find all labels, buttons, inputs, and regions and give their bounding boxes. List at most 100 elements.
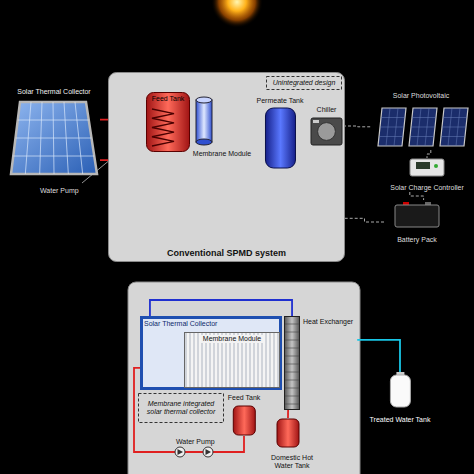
hot-water-tank: Domestic Hot Water Tank: [262, 418, 322, 470]
shape-part: [416, 162, 430, 169]
shape-part: [142, 318, 281, 389]
pipe-connector: [150, 300, 292, 316]
chiller-unit: Chiller: [310, 106, 343, 146]
shape-part: [409, 108, 437, 146]
shape-part: [152, 109, 174, 146]
shape-part: [285, 364, 299, 365]
permeate-tank-shape: [254, 94, 307, 170]
node-label: Feed Tank: [228, 394, 261, 402]
shape-part: [109, 73, 345, 262]
shape-group: [277, 419, 299, 447]
shape-group: [185, 333, 280, 388]
pump-body: [203, 447, 213, 457]
shape-part: [442, 127, 466, 128]
permeate-tank: Permeate Tank: [254, 94, 307, 170]
shape-part: [313, 120, 319, 123]
pump-symbol: [175, 447, 185, 457]
power-line: [345, 218, 384, 222]
shape-part: [285, 356, 299, 357]
design-note-box: Unintegrated design: [266, 76, 342, 90]
text-area: Permeate Tank: [254, 94, 307, 170]
text-area: Unintegrated design: [266, 76, 342, 90]
shape-group: [311, 118, 342, 145]
pump-arrow: [178, 449, 184, 455]
shape-part: [390, 375, 410, 407]
shape-part: [434, 164, 438, 168]
power-line: [410, 192, 424, 200]
pump-label: Water Pump: [40, 187, 79, 195]
shape-part: [285, 317, 300, 410]
shape-part: [381, 117, 405, 118]
shape-part: [196, 100, 212, 142]
shape-group: [147, 93, 190, 152]
shape-group: [11, 102, 97, 174]
node-label: Membrane integrated solar thermal collec…: [141, 400, 221, 416]
shape-group: [139, 394, 224, 423]
shape-group: [196, 97, 212, 145]
pv-panel-shape: [372, 92, 470, 150]
shape-part: [196, 97, 212, 103]
shape-part: [147, 93, 190, 152]
shape-part: [18, 120, 89, 121]
shape-part: [443, 117, 467, 118]
node-label: Heat Exchanger: [303, 318, 353, 326]
node-label: Solar Thermal Collector: [144, 320, 217, 328]
node-label: Permeate Tank: [257, 97, 304, 105]
pipe-connector: [357, 340, 400, 372]
text-area: Battery Pack: [384, 200, 450, 244]
shape-group: [109, 73, 345, 262]
shape-group: [233, 406, 255, 435]
node-label: Solar Photovoltaic: [393, 92, 449, 100]
shape-part: [410, 159, 444, 176]
pump-arrow: [206, 449, 212, 455]
node-label: Solar Thermal Collector: [17, 88, 90, 96]
shape-part: [440, 108, 468, 146]
shape-group: [265, 108, 295, 168]
heat-exchanger-shape: [284, 316, 357, 410]
system-panel: Conventional SPMD systemFeed TankMembran…: [108, 72, 345, 262]
shape-part: [139, 394, 224, 423]
shape-group: [390, 372, 410, 407]
pipe-connector: [287, 410, 289, 418]
text-area: Membrane integrated solar thermal collec…: [138, 393, 224, 423]
shape-part: [412, 117, 436, 118]
shape-part: [285, 404, 299, 405]
shape-part: [379, 136, 403, 137]
node-label: Domestic Hot Water Tank: [265, 454, 319, 470]
shape-part: [318, 123, 336, 141]
shape-part: [13, 156, 94, 157]
text-area: Chiller: [310, 106, 343, 146]
system-panel-shape: [108, 72, 345, 262]
sun: [211, 0, 263, 28]
battery-pack: Battery Pack: [384, 200, 450, 244]
node-label: Membrane Module: [201, 335, 263, 343]
pump-label-box: Water Pump: [40, 179, 79, 197]
shape-part: [395, 205, 439, 227]
node-label: Treated Water Tank: [370, 416, 431, 424]
shape-group: [395, 202, 439, 227]
charge-controller: Solar Charge Controller: [384, 158, 470, 192]
feed-tank: Feed Tank: [225, 394, 264, 436]
integrated-panel: [128, 282, 360, 474]
shape-group: [267, 77, 342, 90]
shape-part: [410, 136, 434, 137]
pv-panel: Solar Photovoltaic: [372, 92, 470, 150]
node-label: Battery Pack: [397, 236, 437, 244]
collector-icon-shape: [8, 88, 100, 176]
pump-symbol: [203, 447, 213, 457]
text-area: Feed Tank: [225, 394, 264, 436]
pump-label-box: Water Pump: [176, 430, 215, 448]
shape-part: [285, 324, 299, 325]
shape-part: [16, 138, 92, 139]
text-area: Domestic Hot Water Tank: [262, 418, 322, 470]
shape-part: [378, 108, 406, 146]
text-area: Heat Exchanger: [284, 316, 357, 410]
node-label: Membrane Module: [193, 150, 251, 158]
shape-part: [380, 127, 404, 128]
text-area: Treated Water Tank: [367, 372, 434, 424]
shape-group: [378, 108, 468, 146]
text-area: Solar Charge Controller: [384, 158, 470, 192]
node-label: Chiller: [317, 106, 337, 114]
shape-part: [285, 332, 299, 333]
text-area: Solar Thermal Collector: [8, 88, 100, 176]
